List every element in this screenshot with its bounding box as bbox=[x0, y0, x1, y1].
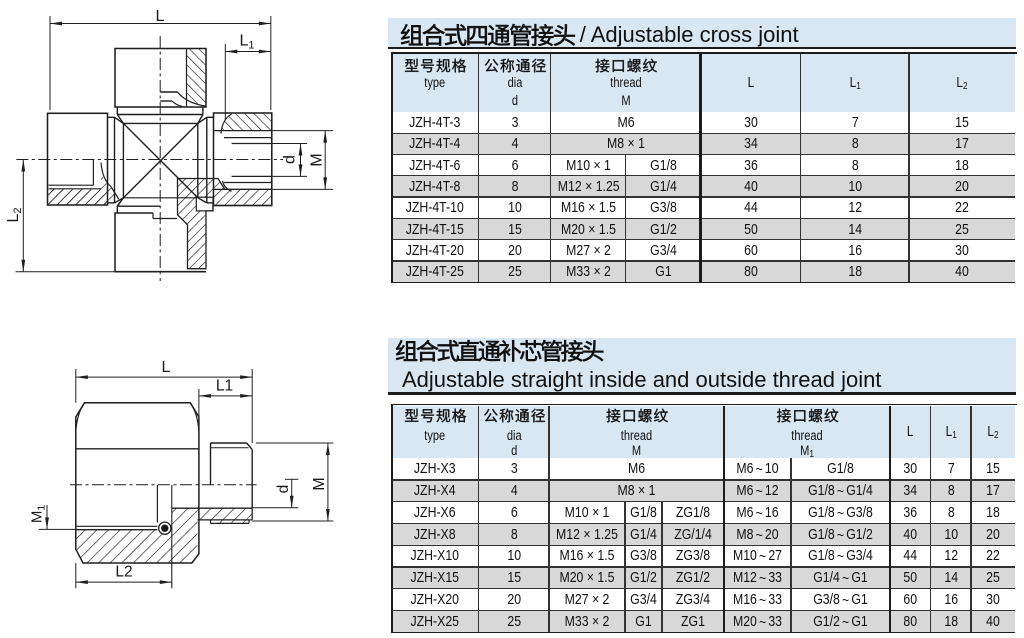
svg-text:d: d bbox=[282, 155, 299, 164]
svg-text:M1: M1 bbox=[29, 505, 48, 524]
svg-text:L2: L2 bbox=[115, 564, 132, 581]
svg-text:M: M bbox=[309, 153, 326, 166]
svg-text:L2: L2 bbox=[5, 207, 24, 222]
svg-text:d: d bbox=[275, 485, 292, 494]
svg-text:L1: L1 bbox=[239, 33, 254, 52]
svg-text:L: L bbox=[156, 8, 165, 25]
svg-text:L: L bbox=[162, 359, 171, 376]
svg-text:M: M bbox=[311, 477, 328, 490]
svg-text:L1: L1 bbox=[216, 378, 233, 395]
